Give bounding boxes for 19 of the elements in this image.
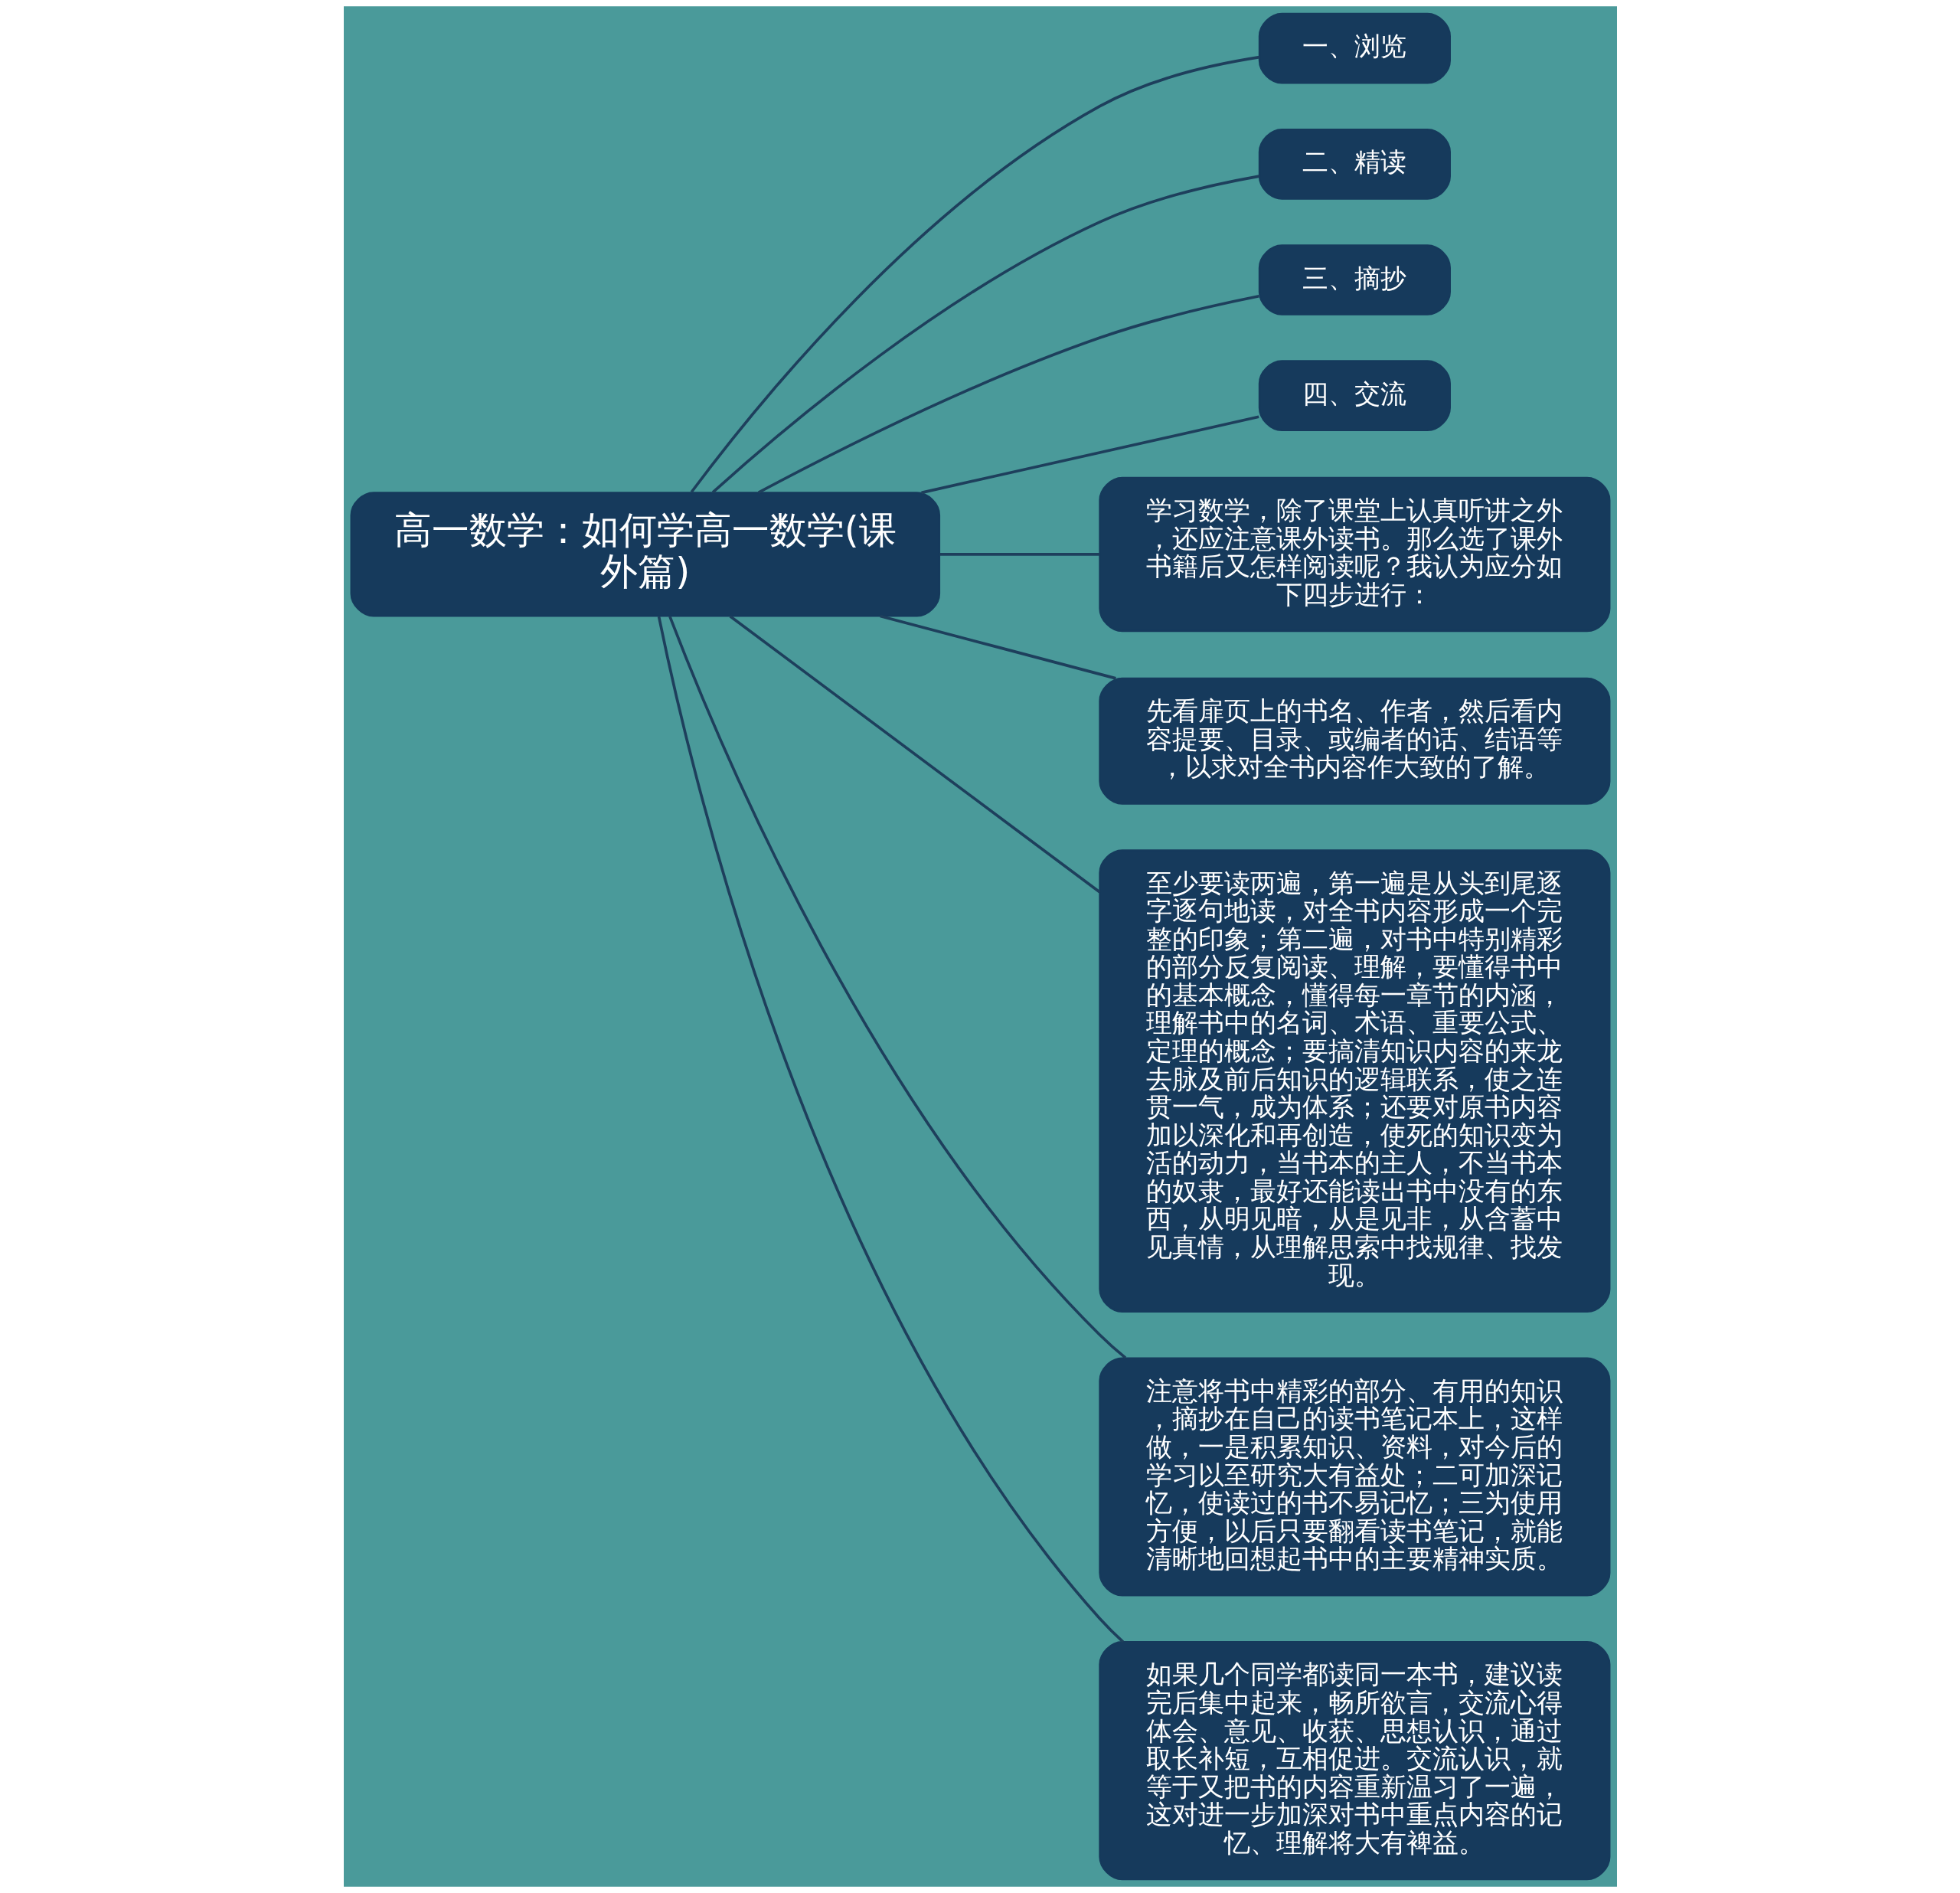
- node-box: 至少要读两遍，第一遍是从头到尾逐字逐句地读，对全书内容形成一个完整的印象；第二遍，对书中特别精彩的部分反复阅读、理解，要懂得书中的基本概念，懂得每一章节的内涵，理解书中的名词、术语、重要公式、定理的概念；要搞清知识内容的来龙去脉及前后知识的逻辑联系，使之连贯一气，成为体系；还要对原书内容加以深化和再创造，使死的知识变为活的动力，当书本的主人，不当书本的奴隶，最好还能读出书中没有的东西，从明见暗，从是见非，从含蓄中见真情，从理解思索中找规律、找发现。: [1098, 849, 1610, 1313]
- connector: [711, 175, 1259, 494]
- node-box: 三、摘抄: [1258, 244, 1451, 316]
- node-box: 一、浏览: [1258, 12, 1451, 84]
- node-box: 注意将书中精彩的部分、有用的知识，摘抄在自己的读书笔记本上，这样做，一是积累知识、资料，对今后的学习以至研究大有益处；二可加深记忆，使读过的书不易记忆；三为使用方便，以后只要翻看读书笔记，就能清晰地回想起书中的主要精神实质。: [1098, 1357, 1610, 1597]
- node-box: 先看扉页上的书名、作者，然后看内容提要、目录、或编者的话、结语等，以求对全书内容作大致的了解。: [1098, 677, 1610, 805]
- connector: [657, 616, 1124, 1643]
- connector: [939, 553, 1099, 556]
- connector: [879, 614, 1116, 680]
- node-box: 高一数学：如何学高一数学(课外篇): [350, 492, 940, 617]
- connector: [920, 415, 1259, 495]
- connector: [729, 615, 1101, 894]
- connector: [690, 55, 1259, 493]
- connector: [668, 616, 1126, 1359]
- node-box: 如果几个同学都读同一本书，建议读完后集中起来，畅所欲言，交流心得体会、意见、收获、思想认识，通过取长补短，互相促进。交流认识，就等于又把书的内容重新温习了一遍，这对进一步加深对书中重点内容的记忆、理解将大有裨益。: [1098, 1641, 1610, 1881]
- connector: [757, 295, 1259, 494]
- node-box: 二、精读: [1258, 128, 1451, 200]
- node-box: 学习数学，除了课堂上认真听讲之外，还应注意课外读书。那么选了课外书籍后又怎样阅读呢？我认为应分如下四步进行：: [1098, 476, 1610, 633]
- node-box: 四、交流: [1258, 360, 1451, 431]
